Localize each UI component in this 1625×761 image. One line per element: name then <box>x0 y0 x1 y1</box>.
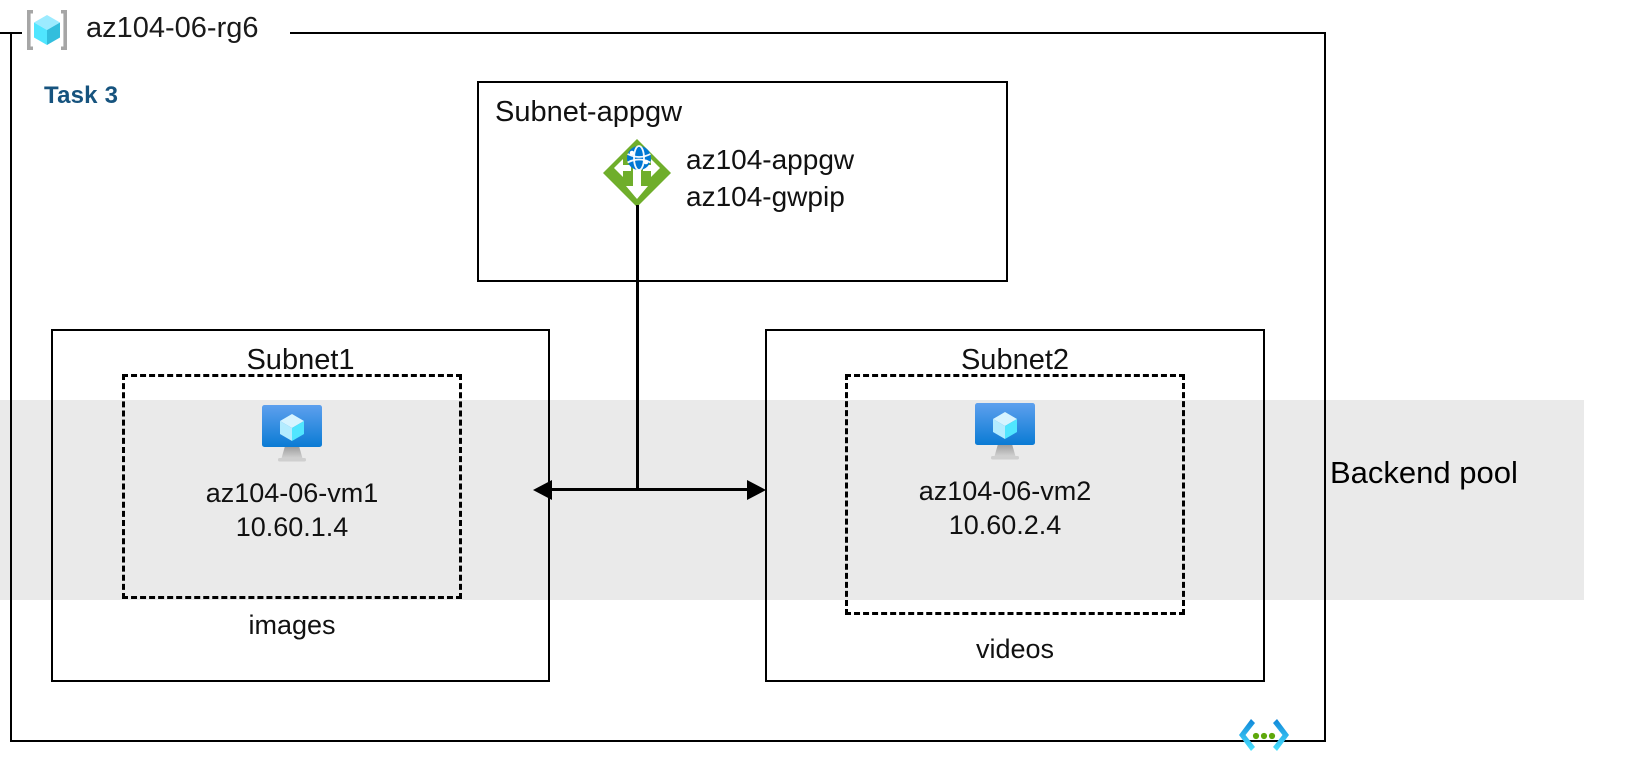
vm2-node: az104-06-vm2 10.60.2.4 <box>855 398 1155 542</box>
connector-arrowhead-left <box>533 480 552 500</box>
vm1-name: az104-06-vm1 <box>205 478 379 508</box>
resource-group-border-top-left <box>0 32 22 34</box>
subnet2-box: Subnet2 <box>765 329 1265 682</box>
subnet2-title: Subnet2 <box>960 344 1070 376</box>
resource-group-border-top-right <box>290 32 1326 34</box>
appgw-resource-name: az104-appgw <box>686 144 855 175</box>
subnet1-storage-dashed-box <box>122 374 462 599</box>
subnet-appgw-title: Subnet-appgw <box>495 96 683 128</box>
connector-horizontal-line <box>550 488 760 491</box>
connector-vertical-line <box>636 205 639 490</box>
code-brackets-icon <box>1238 717 1290 753</box>
application-gateway-labels: az104-appgw az104-gwpip <box>686 141 854 215</box>
resource-group-border-left <box>10 32 12 742</box>
resource-group-border-bottom <box>10 740 1326 742</box>
vm1-node: az104-06-vm1 10.60.1.4 <box>142 400 442 544</box>
subnet2-storage-caption: videos <box>975 634 1055 664</box>
virtual-machine-icon <box>262 405 322 462</box>
application-gateway-icon <box>601 137 673 209</box>
subnet-appgw-box: Subnet-appgw <box>477 81 1008 282</box>
connector-arrowhead-right <box>747 480 766 500</box>
vm1-ip: 10.60.1.4 <box>235 512 349 542</box>
resource-group-title: az104-06-rg6 <box>86 12 259 44</box>
task-label: Task 3 <box>44 82 119 109</box>
subnet1-title: Subnet1 <box>246 344 355 376</box>
backend-pool-label: Backend pool <box>1330 455 1518 490</box>
vm2-name: az104-06-vm2 <box>918 476 1092 506</box>
resource-group-cube-icon <box>22 6 72 54</box>
virtual-machine-icon <box>975 403 1035 460</box>
subnet1-box: Subnet1 <box>51 329 550 682</box>
vm2-ip: 10.60.2.4 <box>948 510 1062 540</box>
appgw-pip-name: az104-gwpip <box>686 181 845 212</box>
subnet2-storage-dashed-box <box>845 374 1185 615</box>
resource-group-border-right <box>1324 32 1326 742</box>
subnet1-storage-caption: images <box>248 610 336 640</box>
